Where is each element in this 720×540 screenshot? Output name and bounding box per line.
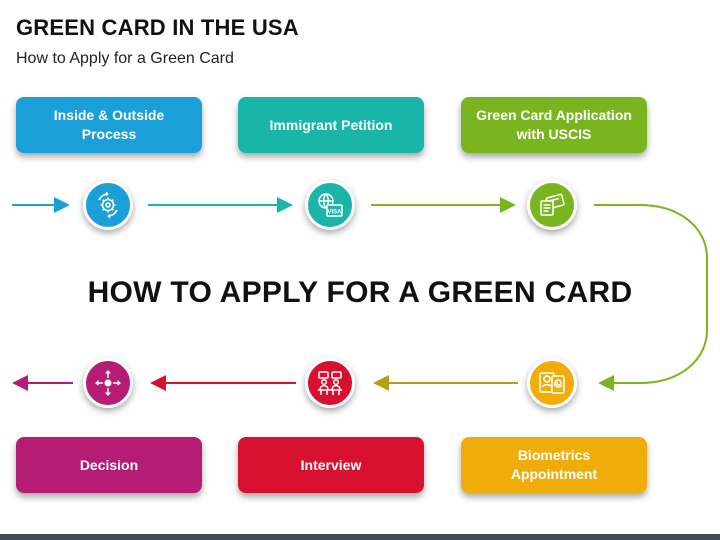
visa-document-icon: VISA	[305, 180, 355, 230]
step-box-immigrant-petition: Immigrant Petition	[238, 97, 424, 153]
footer-bar	[0, 534, 720, 540]
svg-text:VISA: VISA	[327, 210, 342, 216]
arrow-step-3-to-4	[594, 204, 708, 391]
card-application-icon	[527, 180, 577, 230]
decision-arrows-icon	[83, 358, 133, 408]
step-box-green-card-application: Green Card Application with USCIS	[461, 97, 647, 153]
step-box-interview: Interview	[238, 437, 424, 493]
page-title: GREEN CARD IN THE USA	[16, 15, 299, 40]
interview-icon	[305, 358, 355, 408]
gear-cycle-icon	[83, 180, 133, 230]
step-box-biometrics-appointment: Biometrics Appointment	[461, 437, 647, 493]
center-heading: HOW TO APPLY FOR A GREEN CARD	[87, 276, 633, 309]
step-box-decision: Decision	[16, 437, 202, 493]
page-subtitle: How to Apply for a Green Card	[16, 50, 234, 67]
biometrics-icon	[527, 358, 577, 408]
step-box-inside-outside-process: Inside & Outside Process	[16, 97, 202, 153]
